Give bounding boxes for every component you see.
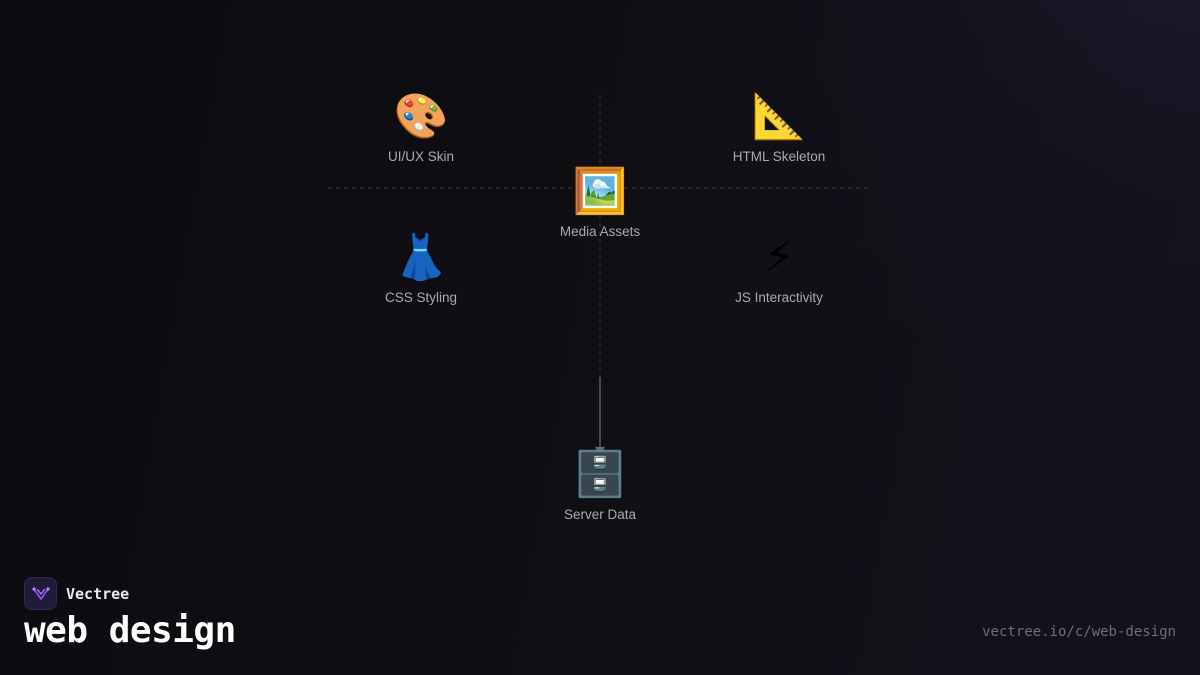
triangular-ruler-icon: 📐 (751, 91, 807, 142)
node-label: CSS Styling (384, 290, 458, 305)
node-html-skeleton[interactable]: 📐 HTML Skeleton (699, 90, 859, 164)
vectree-logo-icon (24, 577, 57, 610)
lightning-icon: ⚡ (763, 232, 795, 283)
source-url[interactable]: vectree.io/c/web-design (982, 624, 1176, 640)
palette-icon: 🎨 (393, 91, 449, 142)
framed-picture-icon: 🖼️ (572, 166, 628, 217)
node-label: Media Assets (559, 224, 641, 239)
node-media-assets[interactable]: 🖼️ Media Assets (520, 165, 680, 239)
node-label: HTML Skeleton (732, 149, 826, 164)
node-label: JS Interactivity (735, 290, 823, 305)
node-server-data[interactable]: 🗄️ Server Data (520, 448, 680, 522)
page-title: web design (24, 610, 236, 651)
brand-name: Vectree (66, 584, 130, 603)
file-cabinet-icon: 🗄️ (572, 449, 628, 500)
node-js-interactivity[interactable]: ⚡ JS Interactivity (699, 231, 859, 305)
node-css-styling[interactable]: 👗 CSS Styling (341, 231, 501, 305)
node-label: UI/UX Skin (387, 149, 455, 164)
node-uiux-skin[interactable]: 🎨 UI/UX Skin (341, 90, 501, 164)
dress-icon: 👗 (393, 232, 449, 283)
brand: Vectree (24, 577, 129, 610)
node-label: Server Data (563, 507, 637, 522)
